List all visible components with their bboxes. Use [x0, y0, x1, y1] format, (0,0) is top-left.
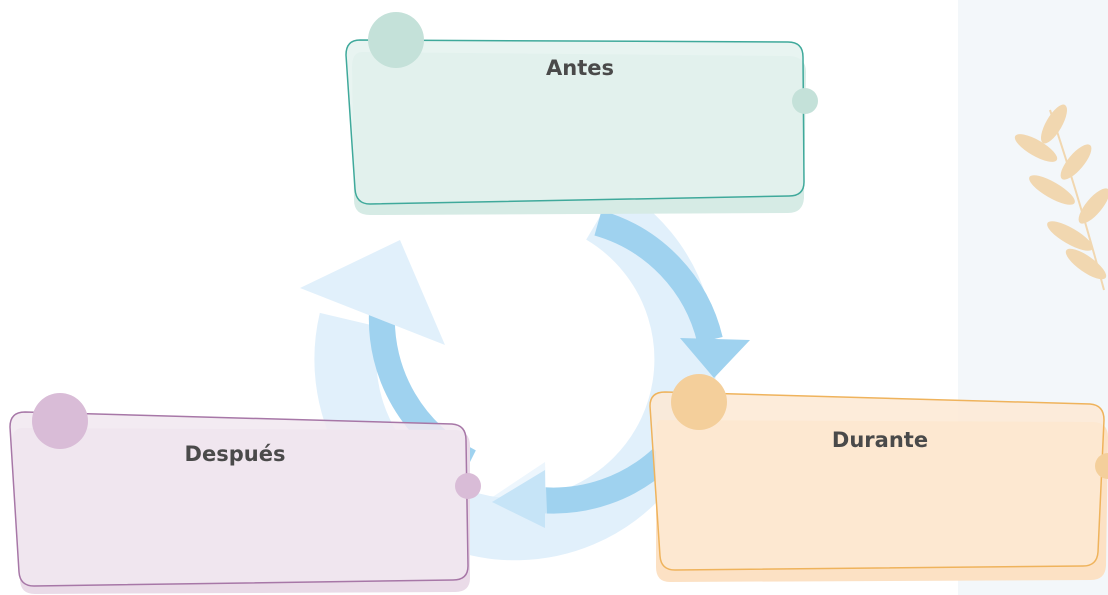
card-durante — [649, 374, 1108, 582]
arrowhead-halo-left — [300, 240, 445, 345]
arrowhead-halo-bottom — [488, 462, 548, 538]
stage-title-antes: Antes — [546, 56, 614, 80]
arrow-durante-to-despues — [538, 448, 671, 514]
leaf-3 — [1060, 144, 1092, 180]
leaf-branch-decoration — [1014, 104, 1108, 291]
card-durante-dot-small — [1095, 453, 1108, 479]
card-antes-dot-large — [368, 12, 424, 68]
arrowhead-to-durante — [680, 338, 750, 378]
leaf-4 — [1029, 175, 1075, 205]
card-despues — [9, 393, 481, 594]
card-antes — [345, 12, 818, 215]
leaf-7 — [1065, 248, 1107, 280]
leaf-2 — [1014, 134, 1058, 162]
card-despues-box — [9, 411, 469, 587]
stage-title-despues: Después — [184, 442, 286, 466]
card-durante-box — [649, 391, 1105, 571]
card-durante-dot-large — [671, 374, 727, 430]
leaf-1 — [1041, 104, 1067, 144]
card-despues-dot-large — [32, 393, 88, 449]
arrow-antes-to-durante — [594, 210, 723, 344]
leaf-6 — [1047, 221, 1093, 251]
card-antes-dot-small — [792, 88, 818, 114]
card-despues-dot-small — [455, 473, 481, 499]
leaf-5 — [1078, 188, 1108, 224]
card-antes-box — [345, 39, 805, 205]
stage-title-durante: Durante — [831, 428, 929, 452]
